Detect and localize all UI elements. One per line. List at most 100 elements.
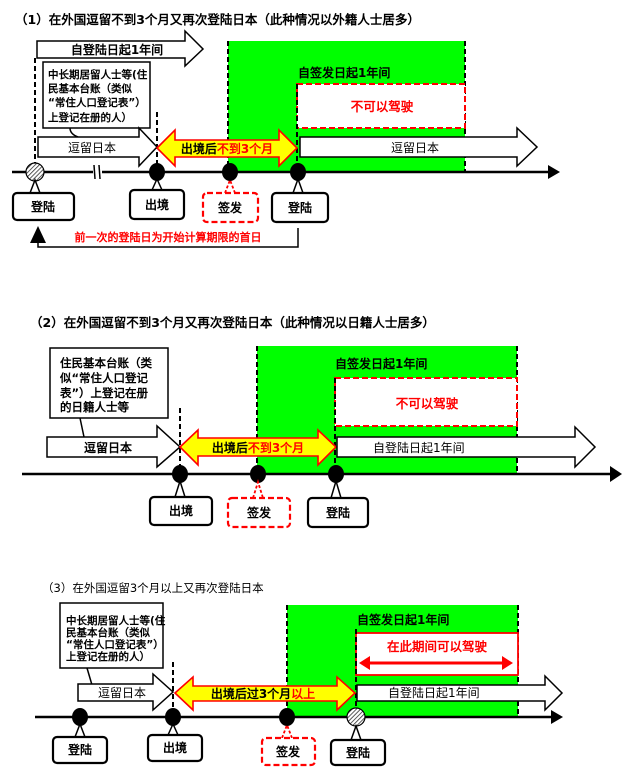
section-1-event-label: 签发 (217, 200, 243, 215)
section-1-callout-line: 中长期居留人士等(住 (48, 68, 148, 81)
section-3-event-label: 登陆 (345, 745, 370, 760)
section-1-event-label: 登陆 (287, 200, 312, 215)
section-3-driving-period-left-arrowhead-icon (359, 656, 370, 670)
section-2-event-label: 登陆 (325, 505, 350, 520)
section-3-callout-line: 中长期居留人士等(住 (66, 614, 166, 627)
section-2-gap-label: 出境后不到3个月 (212, 440, 304, 455)
section-2-axis-arrowhead-icon (610, 466, 622, 482)
section-3-reentry-marker (346, 707, 366, 727)
section-3-stay-label: 逗留日本 (98, 686, 146, 700)
section-2-issue-period-label: 自签发日起1年间 (335, 356, 427, 371)
section-2-event-label: 出境 (169, 503, 193, 518)
section-1-connector (29, 177, 41, 194)
section-3-event-box-departure (146, 733, 204, 763)
section-2-callout-tail (79, 417, 85, 438)
section-3-after-reentry-label: 自登陆日起1年间 (388, 685, 480, 700)
section-3-event-label: 登陆 (67, 742, 92, 757)
section-2-stay-arrow (46, 424, 182, 469)
section-3-gap-arrow (173, 675, 357, 712)
section-2-callout-box (49, 347, 169, 419)
section-1-landing-period-arrow (36, 29, 205, 68)
section-3-departure-marker (165, 708, 181, 726)
section-1-event-box-issue (201, 191, 260, 224)
section-1-connector (224, 177, 236, 194)
section-2-event-label: 签发 (246, 505, 272, 520)
section-1-after-reentry-label: 逗留日本 (391, 141, 439, 155)
section-2-event-box-departure (148, 495, 214, 527)
section-1-issue-marker (222, 163, 238, 181)
section-1-no-driving-box (296, 83, 466, 129)
section-1-stay-label: 逗留日本 (68, 141, 116, 155)
section-3-axis-arrowhead-icon (551, 710, 563, 724)
section-2-callout-line: 表”）上登记在册 (59, 386, 149, 400)
section-1-reference-bracket (37, 228, 299, 248)
section-1-landing-period-label: 自登陆日起1年间 (71, 42, 163, 57)
section-3-connector (167, 722, 179, 736)
section-2-reentry-marker (328, 465, 344, 483)
section-1-callout-tail (69, 127, 79, 138)
section-3-gap-label: 出境后过3个月以上 (211, 686, 315, 701)
section-3-driving-allowed-box (355, 632, 519, 676)
section-1-callout-line: 民基本台账（类似 (48, 82, 132, 95)
section-3-title: （3）在外国逗留3个月以上又再次登陆日本 (42, 581, 264, 595)
section-2-callout-line: 的日籍人士等 (60, 400, 129, 414)
section-1-title: （1）在外国逗留不到3个月又再次登陆日本（此种情况以外籍人士居多） (15, 12, 420, 27)
section-1-gap-label-prefix: 出境后 (181, 141, 217, 156)
section-3-event-box-issue (260, 736, 317, 767)
section-1-time-break-icon (93, 164, 102, 180)
section-2-callout-line: 似“常住人口登记 (59, 371, 149, 385)
section-1-issue-period-label: 自签发日起1年间 (298, 65, 390, 80)
section-1-connector (292, 176, 304, 194)
section-1-event-box-reentry (270, 191, 330, 224)
section-2-departure-marker (172, 465, 188, 483)
section-2-after-reentry-arrow (336, 425, 597, 469)
section-1-callout-box (42, 61, 151, 129)
section-3-callout-line: 民基本台账（类似 (66, 626, 150, 639)
section-1-event-label: 出境 (145, 197, 169, 212)
section-3-callout-tail (86, 667, 93, 686)
section-2-callout-line: 住民基本台账（类 (60, 356, 152, 370)
section-1-axis-arrowhead-icon (548, 165, 560, 179)
section-1-stay-arrow (37, 126, 159, 168)
section-1-event-box-departure (128, 188, 186, 221)
section-3-gap-label-highlight: 以上 (291, 686, 315, 701)
section-1-after-reentry-arrow (299, 126, 539, 168)
section-2-no-driving-box (334, 377, 518, 427)
section-1-callout-line: 上登记在册的人） (48, 111, 132, 124)
section-3-after-reentry-arrow (356, 674, 564, 712)
section-2-gap-arrow (178, 428, 338, 467)
section-3-event-box-reentry (329, 738, 387, 767)
section-1-gap-arrow (155, 128, 299, 168)
section-3-issue-period-label: 自签发日起1年间 (357, 612, 449, 627)
section-3-connector (74, 721, 86, 738)
section-1-event-label: 登陆 (30, 199, 55, 214)
section-3: （3）在外国逗留3个月以上又再次登陆日本 自签发日起1年间 在此期间可以驾驶 中… (35, 581, 564, 767)
section-2-stay-label: 逗留日本 (84, 440, 132, 455)
section-2-event-box-issue (226, 496, 292, 529)
section-2-gap-label-highlight: 不到3个月 (248, 440, 304, 455)
section-2-title: （2）在外国逗留不到3个月又再次登陆日本（此种情况以日籍人士居多） (30, 315, 435, 330)
section-1-note: 前一次的登陆日为开始计算期限的首日 (75, 230, 262, 244)
section-3-driving-period-right-arrowhead-icon (502, 656, 513, 670)
section-1-event-box-landing (11, 191, 76, 222)
section-2: （2）在外国逗留不到3个月又再次登陆日本（此种情况以日籍人士居多） 自签发日起1… (22, 315, 622, 529)
section-1-driving-status: 不可以驾驶 (351, 99, 414, 114)
section-2-connector (252, 478, 264, 499)
section-1-connector (151, 177, 163, 191)
section-2-connector (174, 478, 186, 498)
section-1-callout-line: “常住人口登记表”） (48, 96, 146, 109)
section-1-bracket-arrowhead-icon (30, 226, 46, 243)
section-3-event-label: 签发 (275, 744, 301, 759)
section-3-callout-line: 上登记在册的人） (66, 650, 150, 663)
section-2-after-reentry-label: 自登陆日起1年间 (373, 440, 465, 455)
section-2-issue-marker (250, 465, 266, 483)
section-3-callout-line: “常住人口登记表”） (66, 638, 164, 651)
section-3-stay-arrow (77, 672, 175, 712)
section-1: （1）在外国逗留不到3个月又再次登陆日本（此种情况以外籍人士居多） 自签发日起1… (11, 12, 560, 248)
section-3-connector (350, 723, 362, 741)
section-2-connector (330, 478, 342, 499)
section-2-gap-label-prefix: 出境后 (212, 440, 248, 455)
section-1-reentry-marker (290, 163, 306, 181)
section-1-gap-label: 出境后不到3个月 (181, 141, 273, 156)
